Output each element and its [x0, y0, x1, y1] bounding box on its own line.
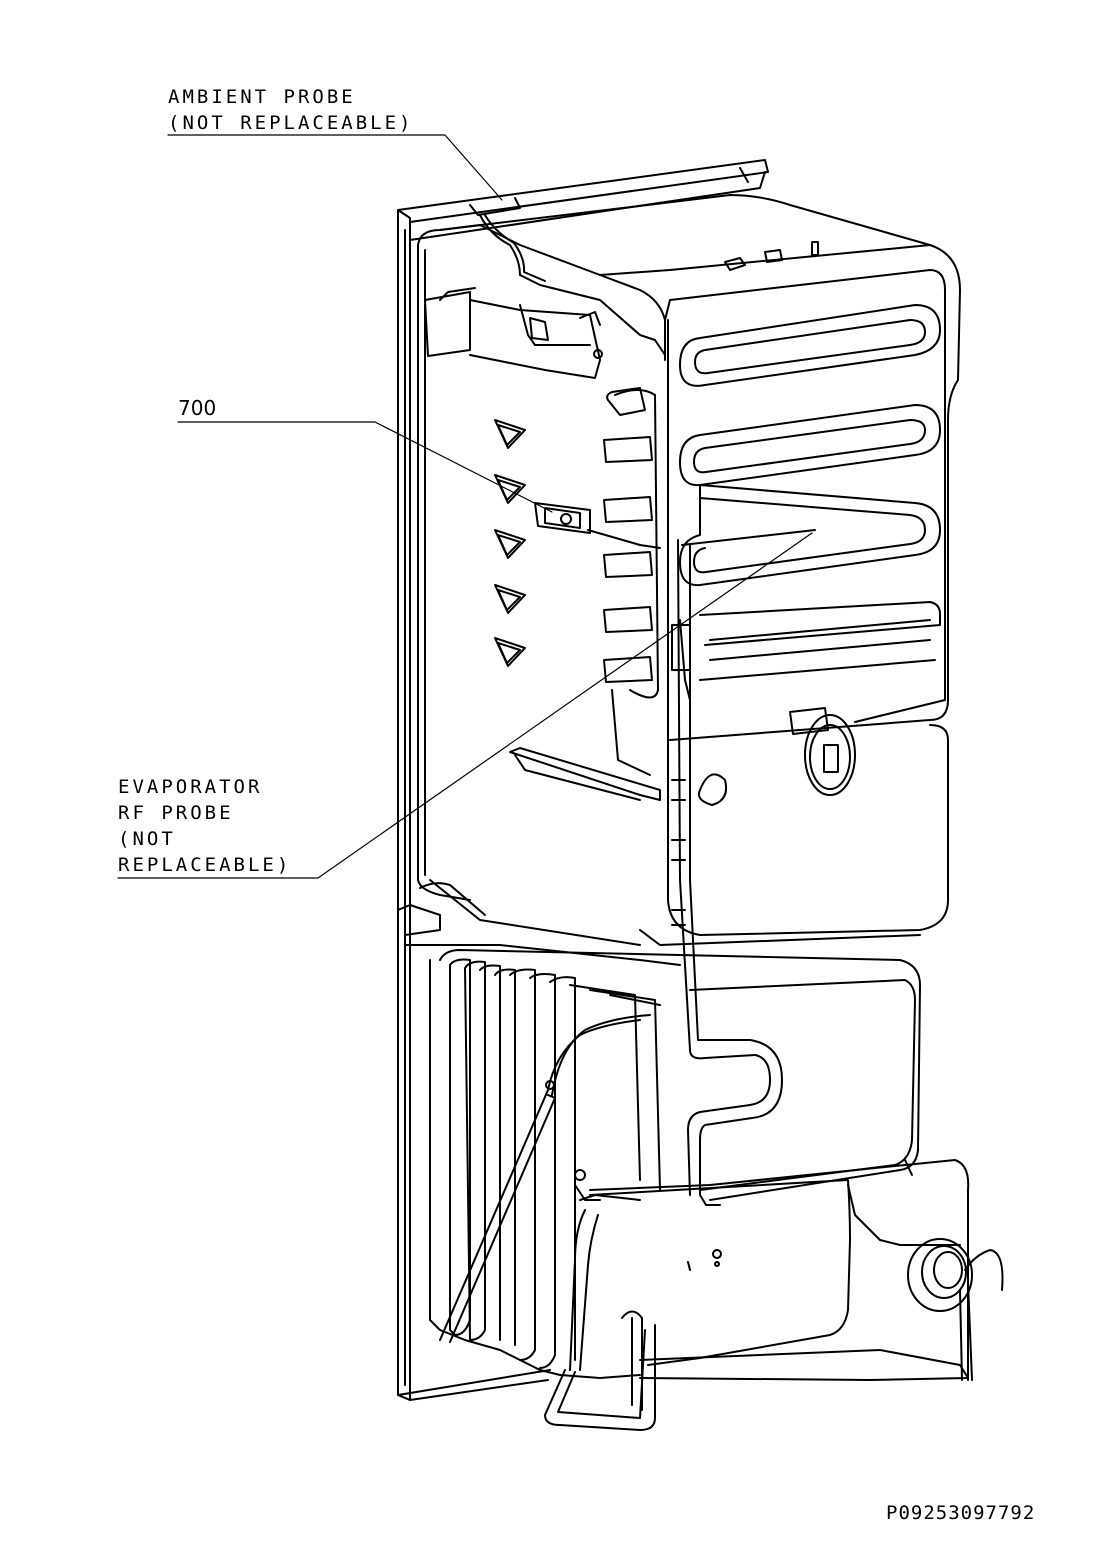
- part-700-leader: [177, 421, 553, 513]
- evaporator-probe-label: EVAPORATOR RF PROBE (NOT REPLACEABLE): [118, 774, 291, 878]
- ambient-probe-leader: [167, 134, 503, 201]
- evaporator-probe-line-3: (NOT: [118, 828, 176, 850]
- connector-plug: [697, 699, 946, 806]
- top-electrical-box: [424, 241, 819, 379]
- capillary-tube: [439, 1014, 651, 1343]
- compressor-fitting: [907, 1238, 1004, 1381]
- ambient-probe-label: AMBIENT PROBE (NOT REPLACEABLE): [168, 84, 413, 136]
- side-duct: [603, 387, 659, 776]
- callout-leaders: [117, 134, 813, 879]
- evaporator-probe-leader: [117, 532, 813, 879]
- inner-liner: [494, 419, 526, 667]
- drain-pipe: [544, 1169, 656, 1431]
- ambient-probe-line-1: AMBIENT PROBE: [168, 86, 356, 108]
- upper-cabinet: [417, 194, 961, 946]
- evaporator-probe-line-4: REPLACEABLE): [118, 854, 292, 876]
- part-700-holder: [534, 502, 661, 549]
- lower-condenser-wraps: [439, 958, 661, 1379]
- ambient-probe-line-2: (NOT REPLACEABLE): [168, 112, 414, 134]
- base-tray: [579, 1159, 970, 1381]
- drawing-code: P09253097792: [886, 1502, 1036, 1524]
- ambient-probe-wire: [479, 214, 666, 356]
- evaporator-probe-line-1: EVAPORATOR: [118, 776, 263, 798]
- part-number-700: 700: [178, 396, 217, 420]
- vertical-pipes: [671, 529, 816, 1196]
- evaporator-probe-line-2: RF PROBE: [118, 802, 234, 824]
- drip-tray: [509, 747, 661, 801]
- cabinet-frame: [397, 159, 769, 1401]
- condenser-coil: [679, 304, 941, 681]
